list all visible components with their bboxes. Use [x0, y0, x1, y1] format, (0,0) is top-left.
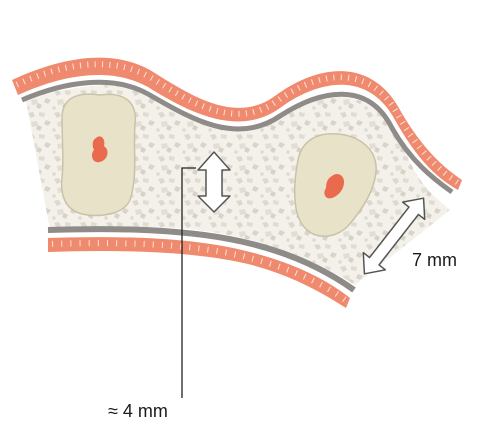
gingiva-tick: [110, 62, 111, 68]
label-4mm: ≈ 4 mm: [108, 401, 168, 421]
gingiva-tick: [180, 243, 181, 249]
gingiva-tick: [334, 75, 335, 81]
gingiva-tick: [231, 110, 232, 116]
left-tooth-root: [62, 94, 136, 215]
label-7mm: 7 mm: [412, 250, 457, 270]
gingiva-tick: [189, 244, 190, 250]
